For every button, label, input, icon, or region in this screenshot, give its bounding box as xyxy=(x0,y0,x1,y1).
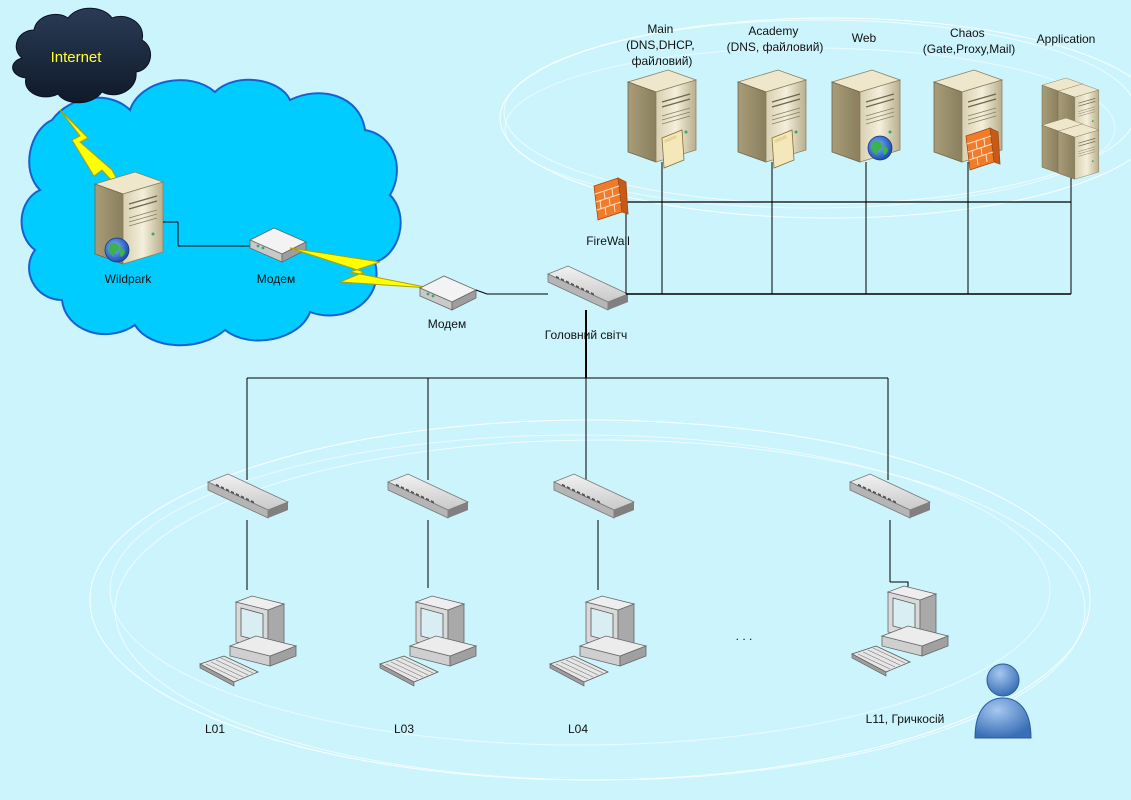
lab-distribution-lines xyxy=(246,310,909,590)
lab-label-l11: L11, Гричкосій xyxy=(866,712,945,726)
lab-switch-l11-icon xyxy=(849,473,931,519)
isp-cloud xyxy=(20,78,402,347)
workstation-l01-icon xyxy=(199,595,297,687)
server-chaos-label: Chaos (Gate,Proxy,Mail) xyxy=(923,26,1015,56)
lab-switch-l03-icon xyxy=(387,473,469,519)
user-icon xyxy=(974,663,1032,739)
workstation-l04-icon xyxy=(549,595,647,687)
lab-switch-l04-icon xyxy=(553,473,635,519)
server-zone-ellipses xyxy=(499,17,1131,219)
isp-modem-label: Модем xyxy=(257,272,295,286)
wildpark-label: Wildpark xyxy=(105,272,153,286)
server-chaos-icon xyxy=(933,69,1003,171)
firewall-label: FireWall xyxy=(586,234,630,248)
firewall-icon xyxy=(593,177,629,221)
server-backbone xyxy=(625,162,1072,295)
server-application-icon xyxy=(1041,77,1100,180)
wildpark-server-icon xyxy=(94,171,164,265)
more-labs-ellipsis: . . . xyxy=(736,629,753,643)
local-modem-icon xyxy=(419,275,477,311)
local-modem-label: Модем xyxy=(428,317,466,331)
lab-label-l01: L01 xyxy=(205,722,225,736)
lab-label-l03: L03 xyxy=(394,722,414,736)
workstation-l03-icon xyxy=(379,595,477,687)
main-switch-icon xyxy=(547,265,629,311)
server-main-icon xyxy=(627,69,697,169)
lab-label-l04: L04 xyxy=(568,722,588,736)
workstation-l11-icon xyxy=(851,585,949,677)
internet-label: Internet xyxy=(51,49,103,66)
internet-cloud xyxy=(12,7,151,104)
server-web-label: Web xyxy=(852,31,877,45)
server-academy-label: Academy (DNS, файловий) xyxy=(727,24,824,54)
server-academy-icon xyxy=(737,69,807,169)
lab-zone-ellipses xyxy=(89,419,1091,781)
server-web-icon xyxy=(831,69,901,163)
server-application-label: Application xyxy=(1037,32,1096,46)
server-main-label: Main (DNS,DHCP, файловий) xyxy=(626,22,698,68)
